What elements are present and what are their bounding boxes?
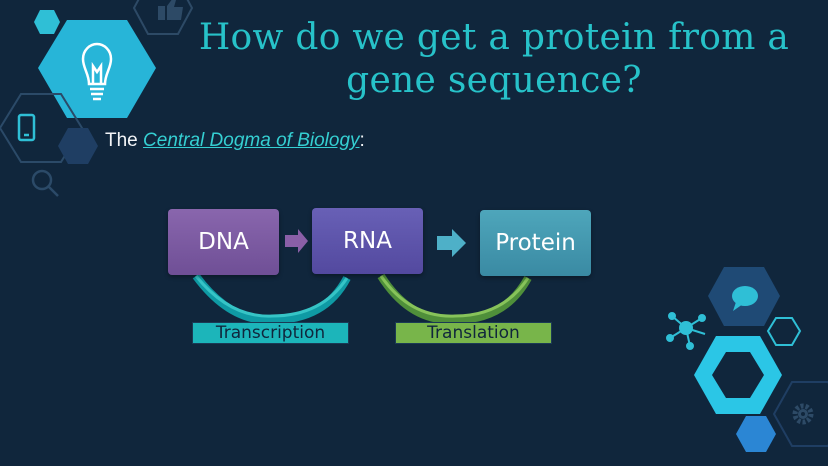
hexagon-outline-gear [772, 381, 828, 447]
network-icon [666, 312, 706, 350]
hexagon-outline-top [132, 0, 194, 35]
transcription-arc-highlight [194, 275, 349, 318]
central-dogma-link[interactable]: Central Dogma of Biology [143, 130, 360, 151]
arrow-rna-to-protein [437, 229, 466, 257]
intro-text: The Central Dogma of Biology: [105, 130, 365, 152]
hexagon-large-lightbulb [38, 20, 156, 118]
hexagon-blue-bottom [736, 416, 776, 452]
intro-suffix: : [359, 130, 365, 151]
chat-bubble-icon [732, 286, 758, 311]
translation-arc [377, 273, 532, 325]
transcription-arc [192, 273, 351, 325]
thumbs-up-icon [158, 0, 183, 20]
translation-label: Translation [395, 322, 552, 344]
hexagon-small-top [34, 10, 60, 34]
intro-prefix: The [105, 130, 144, 151]
dna-node: DNA [168, 209, 279, 275]
transcription-label: Transcription [192, 322, 349, 344]
gear-icon [792, 403, 814, 425]
translation-arc-highlight [379, 275, 530, 318]
protein-node: Protein [480, 210, 591, 276]
slide-title: How do we get a protein from a gene sequ… [160, 16, 828, 102]
lightbulb-icon [81, 42, 113, 101]
hexagon-outline-small [766, 317, 802, 346]
rna-node: RNA [312, 208, 423, 274]
slide-title-line2: gene sequence? [346, 60, 642, 101]
arrow-dna-to-rna [285, 229, 308, 253]
hexagon-dark-small [58, 128, 98, 164]
slide-title-line1: How do we get a protein from a [198, 17, 790, 58]
phone-icon [17, 113, 36, 142]
magnifier-icon [31, 169, 59, 197]
hexagon-ring-inner [712, 352, 764, 398]
